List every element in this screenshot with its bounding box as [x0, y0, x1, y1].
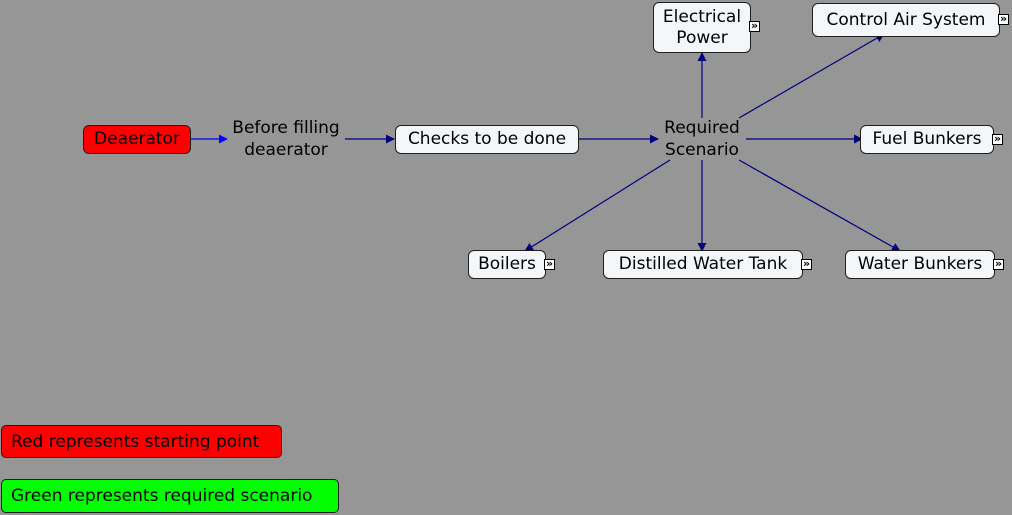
node-control-air-label: Control Air System	[826, 9, 986, 30]
node-electrical-line2: Power	[676, 27, 728, 48]
node-fuel-bunkers[interactable]: Fuel Bunkers	[860, 125, 994, 154]
node-boilers[interactable]: Boilers	[468, 250, 546, 279]
node-water-bunkers[interactable]: Water Bunkers	[845, 250, 995, 279]
expand-icon[interactable]: »	[998, 14, 1009, 25]
node-water-label: Water Bunkers	[857, 254, 983, 274]
expand-icon[interactable]: »	[993, 259, 1004, 270]
edge-required-control-air	[738, 33, 885, 119]
edge-required-boilers	[524, 159, 671, 252]
node-boilers-label: Boilers	[478, 254, 536, 274]
node-electrical-power[interactable]: Electrical Power	[653, 2, 751, 53]
expand-icon[interactable]: »	[801, 259, 812, 270]
node-required-line1: Required	[664, 118, 740, 138]
node-required-line2: Scenario	[665, 140, 739, 160]
node-distilled-label: Distilled Water Tank	[618, 254, 788, 274]
expand-icon[interactable]: »	[544, 259, 555, 270]
legend-green: Green represents required scenario	[1, 479, 339, 513]
node-before-filling-line2: deaerator	[244, 140, 328, 160]
node-before-filling[interactable]: Before filling deaerator	[226, 117, 346, 161]
legend-green-label: Green represents required scenario	[11, 486, 313, 506]
node-control-air[interactable]: Control Air System	[812, 3, 1000, 37]
node-checks-label: Checks to be done	[407, 129, 567, 149]
edge-required-water	[738, 159, 901, 252]
expand-icon[interactable]: »	[992, 134, 1003, 145]
node-before-filling-line1: Before filling	[232, 118, 340, 138]
node-distilled-water[interactable]: Distilled Water Tank	[603, 250, 803, 279]
expand-icon[interactable]: »	[749, 21, 760, 32]
node-electrical-line1: Electrical	[662, 6, 742, 27]
node-deaerator[interactable]: Deaerator	[83, 125, 191, 154]
legend-red-label: Red represents starting point	[11, 431, 260, 452]
node-required-scenario[interactable]: Required Scenario	[652, 117, 752, 161]
legend-red: Red represents starting point	[1, 425, 282, 458]
node-deaerator-label: Deaerator	[94, 129, 180, 149]
node-fuel-label: Fuel Bunkers	[872, 129, 982, 149]
node-checks[interactable]: Checks to be done	[395, 125, 579, 154]
